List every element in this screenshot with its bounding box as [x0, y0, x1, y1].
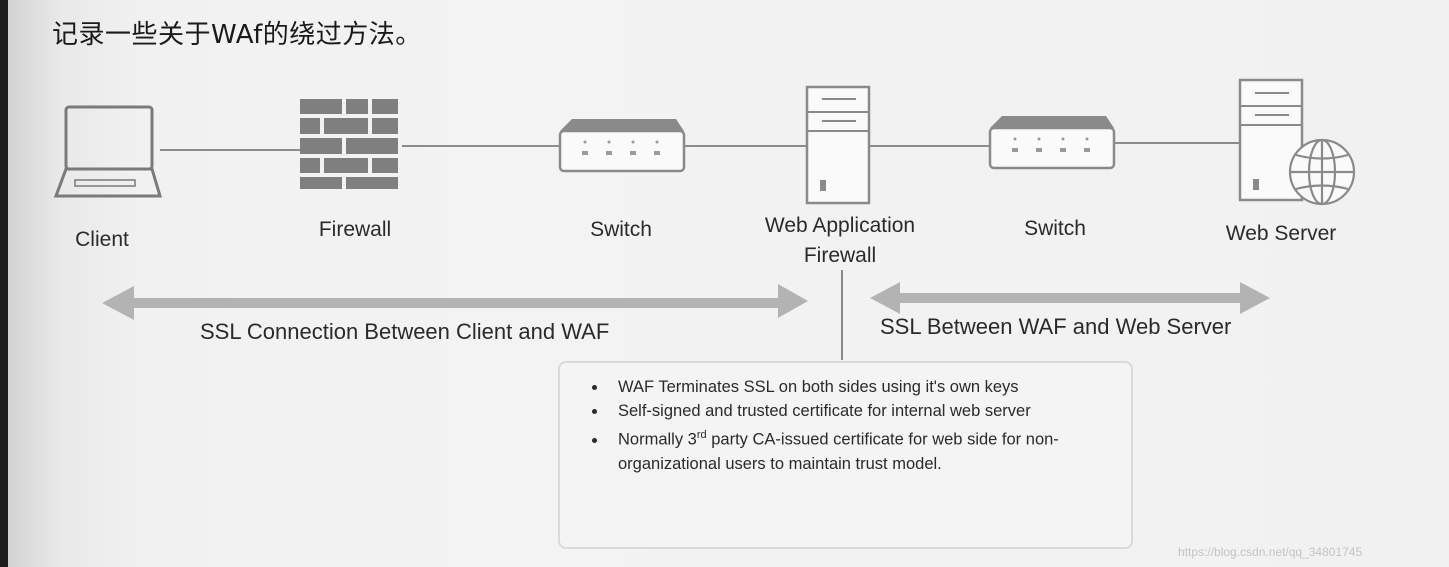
note-item-text: Normally 3: [618, 430, 697, 449]
watermark: https://blog.csdn.net/qq_34801745: [1178, 545, 1363, 559]
server-tower-icon: [1238, 78, 1304, 202]
firewall-label: Firewall: [318, 218, 392, 241]
network-links: [160, 142, 1240, 151]
server-tower-icon: [805, 85, 871, 205]
scan-edge-shadow: [0, 0, 8, 567]
ordinal-suffix: rd: [696, 429, 707, 441]
waf-label-line2: Firewall: [803, 244, 877, 267]
switch-label: Switch: [1024, 217, 1086, 240]
page-heading: 记录一些关于WAf的绕过方法。: [52, 20, 422, 50]
note-item: Self-signed and trusted certificate for …: [608, 399, 1117, 423]
brick-wall-icon: [300, 99, 398, 189]
network-switch-icon: [558, 119, 686, 173]
network-switch-icon: [988, 116, 1116, 170]
globe-icon: [1288, 138, 1356, 206]
waf-label-line1: Web Application: [764, 214, 916, 237]
laptop-icon: [53, 105, 163, 198]
note-item: WAF Terminates SSL on both sides using i…: [608, 375, 1117, 399]
switch-label: Switch: [590, 218, 652, 241]
waf-label: Web Application Firewall: [730, 211, 950, 271]
ssl-client-waf-label: SSL Connection Between Client and WAF: [200, 319, 610, 344]
ssl-arrow-waf-server: [870, 282, 1270, 314]
note-item-text: party CA-issued certificate for web side…: [618, 430, 1059, 473]
notes-list: WAF Terminates SSL on both sides using i…: [560, 363, 1131, 476]
notes-box: WAF Terminates SSL on both sides using i…: [558, 361, 1133, 549]
ssl-waf-server-label: SSL Between WAF and Web Server: [880, 314, 1232, 339]
client-label: Client: [75, 228, 129, 251]
ssl-arrow-client-waf: [102, 284, 808, 320]
web-server-label: Web Server: [1225, 222, 1337, 245]
note-item: Normally 3rd party CA-issued certificate…: [608, 423, 1117, 476]
